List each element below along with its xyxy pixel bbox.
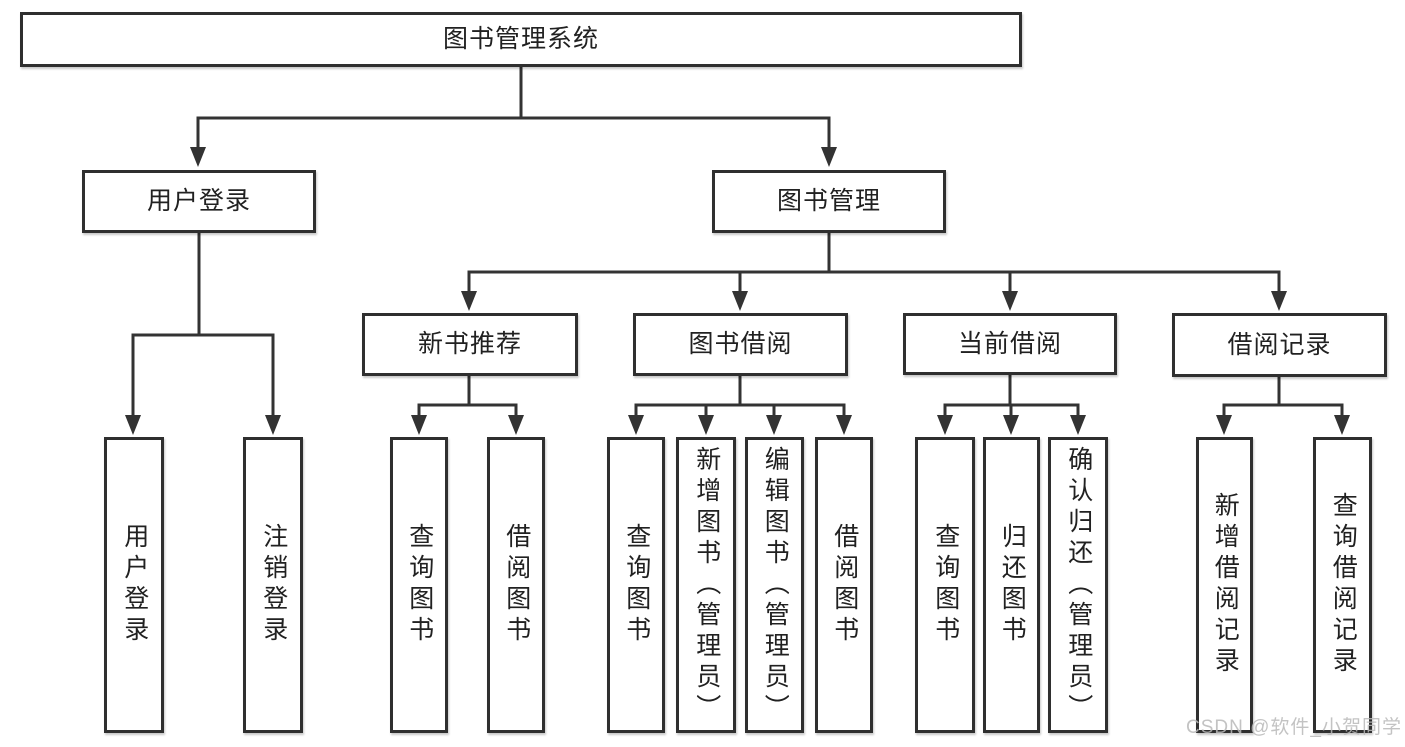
node-leaf-cb-confirm-return: 确认归还（管理员） xyxy=(1048,437,1108,733)
edge-new-book-rec-children xyxy=(417,374,518,420)
node-leaf-rec-query-book: 查询图书 xyxy=(390,437,448,733)
node-current-borrow-label: 当前借阅 xyxy=(957,329,1062,358)
node-leaf-rec-query-book-label: 查询图书 xyxy=(405,523,434,647)
arrowheads xyxy=(125,147,1350,435)
node-user-login-label: 用户登录 xyxy=(146,187,251,215)
node-leaf-bb-borrow-book: 借阅图书 xyxy=(815,437,873,733)
arrow-to-bb-add-book xyxy=(698,415,714,435)
node-leaf-bb-edit-book-label: 编辑图书（管理员） xyxy=(761,445,790,725)
arrow-to-cb-query-book xyxy=(937,415,953,435)
arrow-to-bb-borrow-book xyxy=(836,415,852,435)
arrow-to-current-borrow xyxy=(1002,291,1018,311)
node-leaf-cb-return-book: 归还图书 xyxy=(983,437,1040,733)
csdn-watermark: CSDN @软件_小贺同学 xyxy=(1186,717,1402,738)
node-borrow-records-label: 借阅记录 xyxy=(1227,330,1332,359)
node-leaf-br-add-record: 新增借阅记录 xyxy=(1196,437,1253,733)
node-book-borrow-label: 图书借阅 xyxy=(688,330,793,358)
node-current-borrow: 当前借阅 xyxy=(903,313,1117,375)
node-leaf-rec-borrow-book: 借阅图书 xyxy=(487,437,545,733)
node-leaf-login-label: 用户登录 xyxy=(120,523,149,647)
node-book-mgmt: 图书管理 xyxy=(712,170,946,233)
node-borrow-records: 借阅记录 xyxy=(1172,313,1387,377)
node-user-login: 用户登录 xyxy=(82,170,316,233)
arrow-to-br-query-record xyxy=(1334,415,1350,435)
arrow-to-rec-borrow-book xyxy=(508,415,524,435)
arrow-to-cb-confirm-return xyxy=(1070,415,1086,435)
node-book-mgmt-label: 图书管理 xyxy=(776,187,881,215)
node-new-book-rec-label: 新书推荐 xyxy=(417,330,522,358)
arrow-to-borrow-records xyxy=(1271,291,1287,311)
node-leaf-bb-add-book-label: 新增图书（管理员） xyxy=(692,445,721,725)
arrow-to-user-login xyxy=(190,147,206,167)
arrow-to-bb-edit-book xyxy=(766,415,782,435)
arrow-to-new-book-rec xyxy=(461,291,477,311)
arrow-to-br-add-record xyxy=(1216,415,1232,435)
node-root: 图书管理系统 xyxy=(20,12,1022,67)
arrow-to-cb-return-book xyxy=(1003,415,1019,435)
node-leaf-br-add-record-label: 新增借阅记录 xyxy=(1211,492,1240,678)
edge-root-to-level2 xyxy=(196,65,831,152)
arrow-to-book-borrow xyxy=(732,291,748,311)
node-leaf-cb-return-book-label: 归还图书 xyxy=(998,523,1027,647)
arrow-to-login xyxy=(125,415,141,435)
node-leaf-cb-confirm-return-label: 确认归还（管理员） xyxy=(1064,445,1093,725)
node-new-book-rec: 新书推荐 xyxy=(362,313,578,376)
node-leaf-cb-query-book: 查询图书 xyxy=(915,437,975,733)
node-leaf-bb-borrow-book-label: 借阅图书 xyxy=(830,523,859,647)
edge-current-borrow-children xyxy=(943,373,1080,420)
node-book-borrow: 图书借阅 xyxy=(633,313,848,376)
node-leaf-bb-edit-book: 编辑图书（管理员） xyxy=(745,437,804,733)
node-leaf-login: 用户登录 xyxy=(104,437,164,733)
node-leaf-bb-query-book-label: 查询图书 xyxy=(622,523,651,647)
node-root-label: 图书管理系统 xyxy=(442,25,599,53)
arrow-to-rec-query-book xyxy=(411,415,427,435)
node-leaf-cb-query-book-label: 查询图书 xyxy=(931,523,960,647)
node-leaf-logout: 注销登录 xyxy=(243,437,303,733)
edge-borrow-records-children xyxy=(1222,375,1344,420)
node-leaf-br-query-record: 查询借阅记录 xyxy=(1313,437,1372,733)
arrow-to-book-mgmt xyxy=(821,147,837,167)
node-leaf-bb-query-book: 查询图书 xyxy=(607,437,665,733)
node-leaf-logout-label: 注销登录 xyxy=(259,523,288,647)
arrow-to-logout xyxy=(265,415,281,435)
arrow-to-bb-query-book xyxy=(628,415,644,435)
node-leaf-bb-add-book: 新增图书（管理员） xyxy=(676,437,736,733)
node-leaf-br-query-record-label: 查询借阅记录 xyxy=(1329,492,1358,678)
edge-book-borrow-children xyxy=(634,374,846,420)
node-leaf-rec-borrow-book-label: 借阅图书 xyxy=(502,523,531,647)
edge-book-mgmt-children xyxy=(467,231,1281,296)
edge-user-login-children xyxy=(131,231,275,420)
